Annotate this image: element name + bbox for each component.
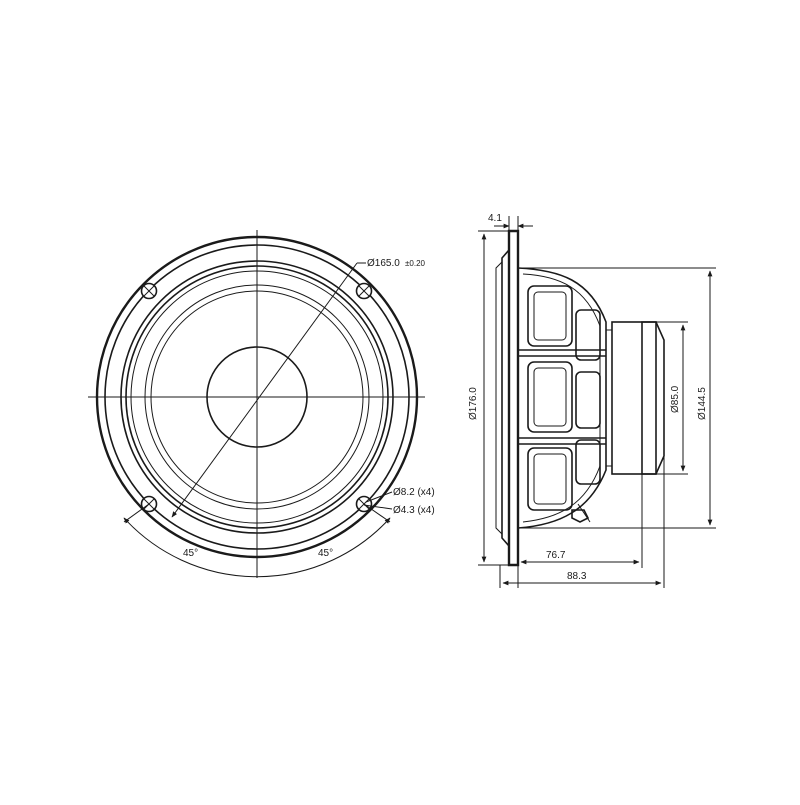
angle-right-label: 45° — [318, 548, 333, 559]
basket-outline — [517, 267, 607, 529]
basket-window-rear-top — [575, 309, 601, 361]
surround-lip — [495, 260, 503, 536]
basket-window-bottom — [527, 447, 573, 511]
depth-to-magnet-label: 76.7 — [546, 550, 566, 561]
basket-window-rear-bottom — [575, 439, 601, 485]
basket-window-mid-inner — [533, 367, 567, 427]
hole-outer-leader — [365, 491, 393, 503]
angle-left-label: 45° — [183, 548, 198, 559]
basket-window-bottom-inner — [533, 453, 567, 505]
hole-inner-label: Ø4.3 (x4) — [393, 505, 435, 516]
angle-extension-right — [363, 503, 391, 523]
cutout-diameter-leader — [171, 262, 358, 518]
magnet — [611, 321, 657, 475]
front-view: Ø165.0 ±0.20 Ø8.2 (x4) Ø4.3 (x4) 45° 45° — [88, 230, 435, 578]
flange-thickness-label: 4.1 — [488, 213, 502, 224]
basket-window-mid — [527, 361, 573, 433]
magnet-diameter-label: Ø85.0 — [670, 385, 681, 413]
angle-extension-left — [123, 503, 150, 523]
side-view: 4.1 Ø176.0 Ø85.0 Ø144.5 76.7 88.3 — [468, 213, 716, 588]
cutout-tolerance-label: ±0.20 — [405, 259, 426, 268]
mounting-hole-tr — [355, 282, 373, 300]
hole-inner-leader — [363, 504, 393, 510]
mounting-hole-tl — [140, 282, 158, 300]
basket-window-top — [527, 285, 573, 347]
terminal-tab — [577, 503, 591, 523]
total-depth-label: 88.3 — [567, 571, 587, 582]
angle-arc — [123, 517, 391, 578]
basket-window-top-inner — [533, 291, 567, 341]
outer-diameter-label: Ø176.0 — [468, 387, 479, 420]
flange-plate — [507, 229, 520, 567]
cutout-diameter-label: Ø165.0 — [367, 258, 400, 269]
magnet-backplate — [641, 321, 665, 475]
hole-outer-label: Ø8.2 (x4) — [393, 487, 435, 498]
frame-diameter-label: Ø144.5 — [697, 387, 708, 420]
basket-window-rear-mid — [575, 371, 601, 429]
